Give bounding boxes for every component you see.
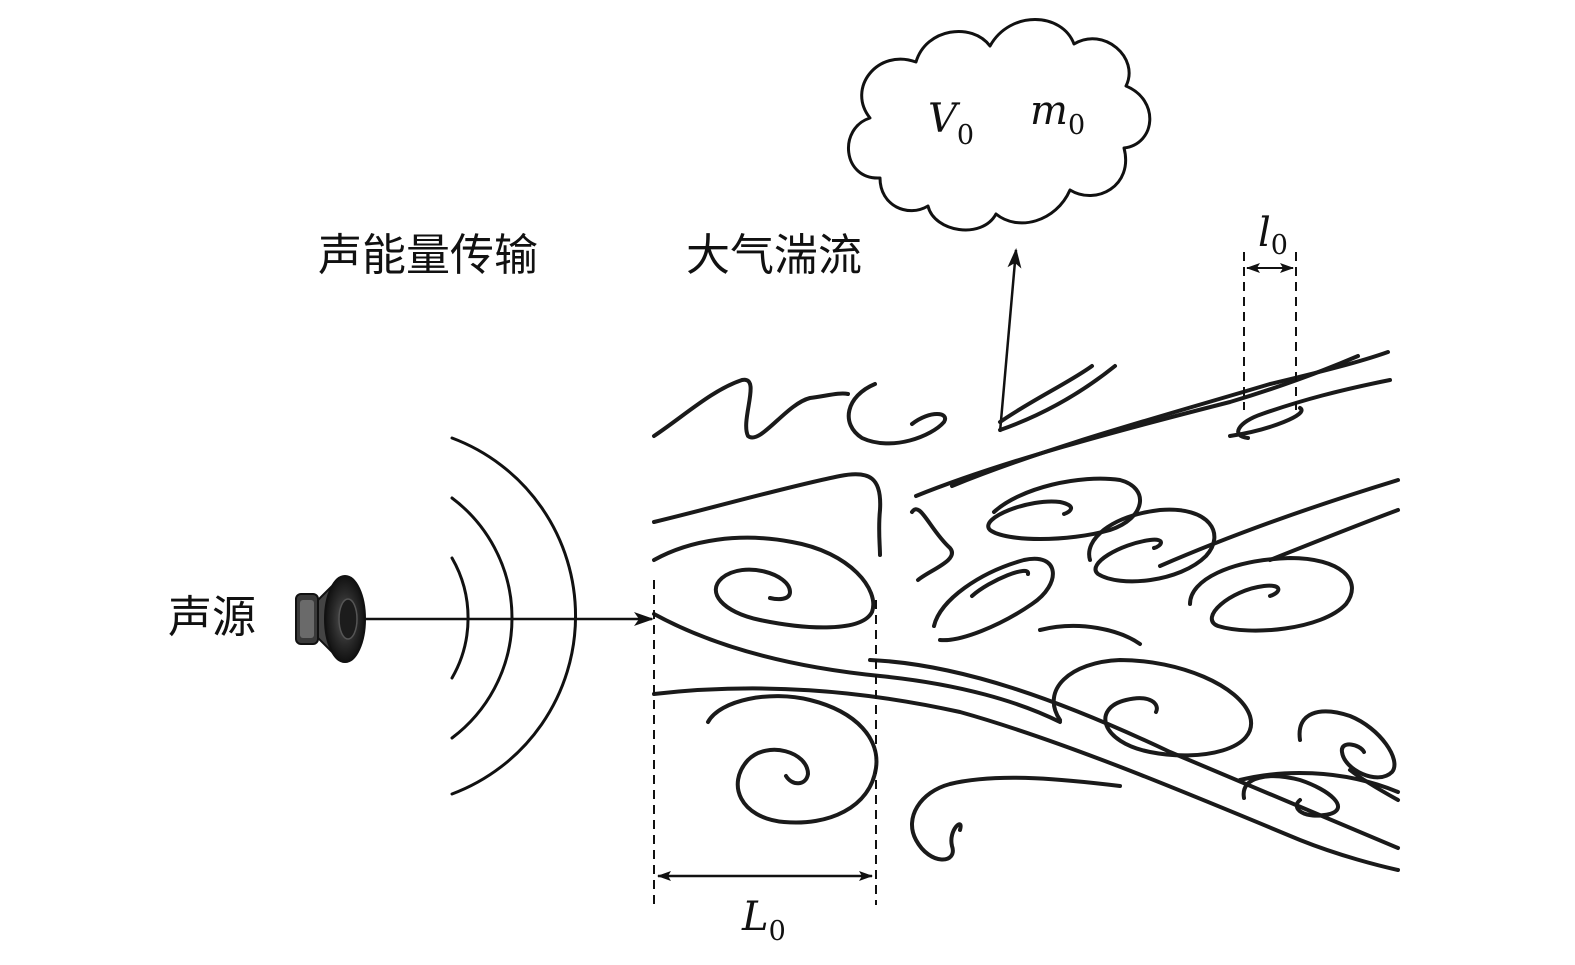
eddy-mass-symbol: m0 [1030,88,1085,141]
eddy-to-cloud-arrow [998,248,1022,433]
inner-scale-marker [1243,252,1297,410]
outer-scale-symbol: L0 [741,894,786,947]
outer-scale-marker [653,580,877,905]
turbulence-field [652,350,1400,872]
energy-transfer-label: 声能量传输 [318,230,538,281]
sound-source-label: 声源 [168,592,256,643]
speaker-icon [295,575,366,663]
inner-scale-symbol: l0 [1258,210,1288,261]
eddy-velocity-symbol: V0 [928,96,974,151]
large-eddy-cloud [847,18,1152,232]
turbulence-label: 大气湍流 [686,230,862,281]
sound-wave-arcs [450,436,577,796]
